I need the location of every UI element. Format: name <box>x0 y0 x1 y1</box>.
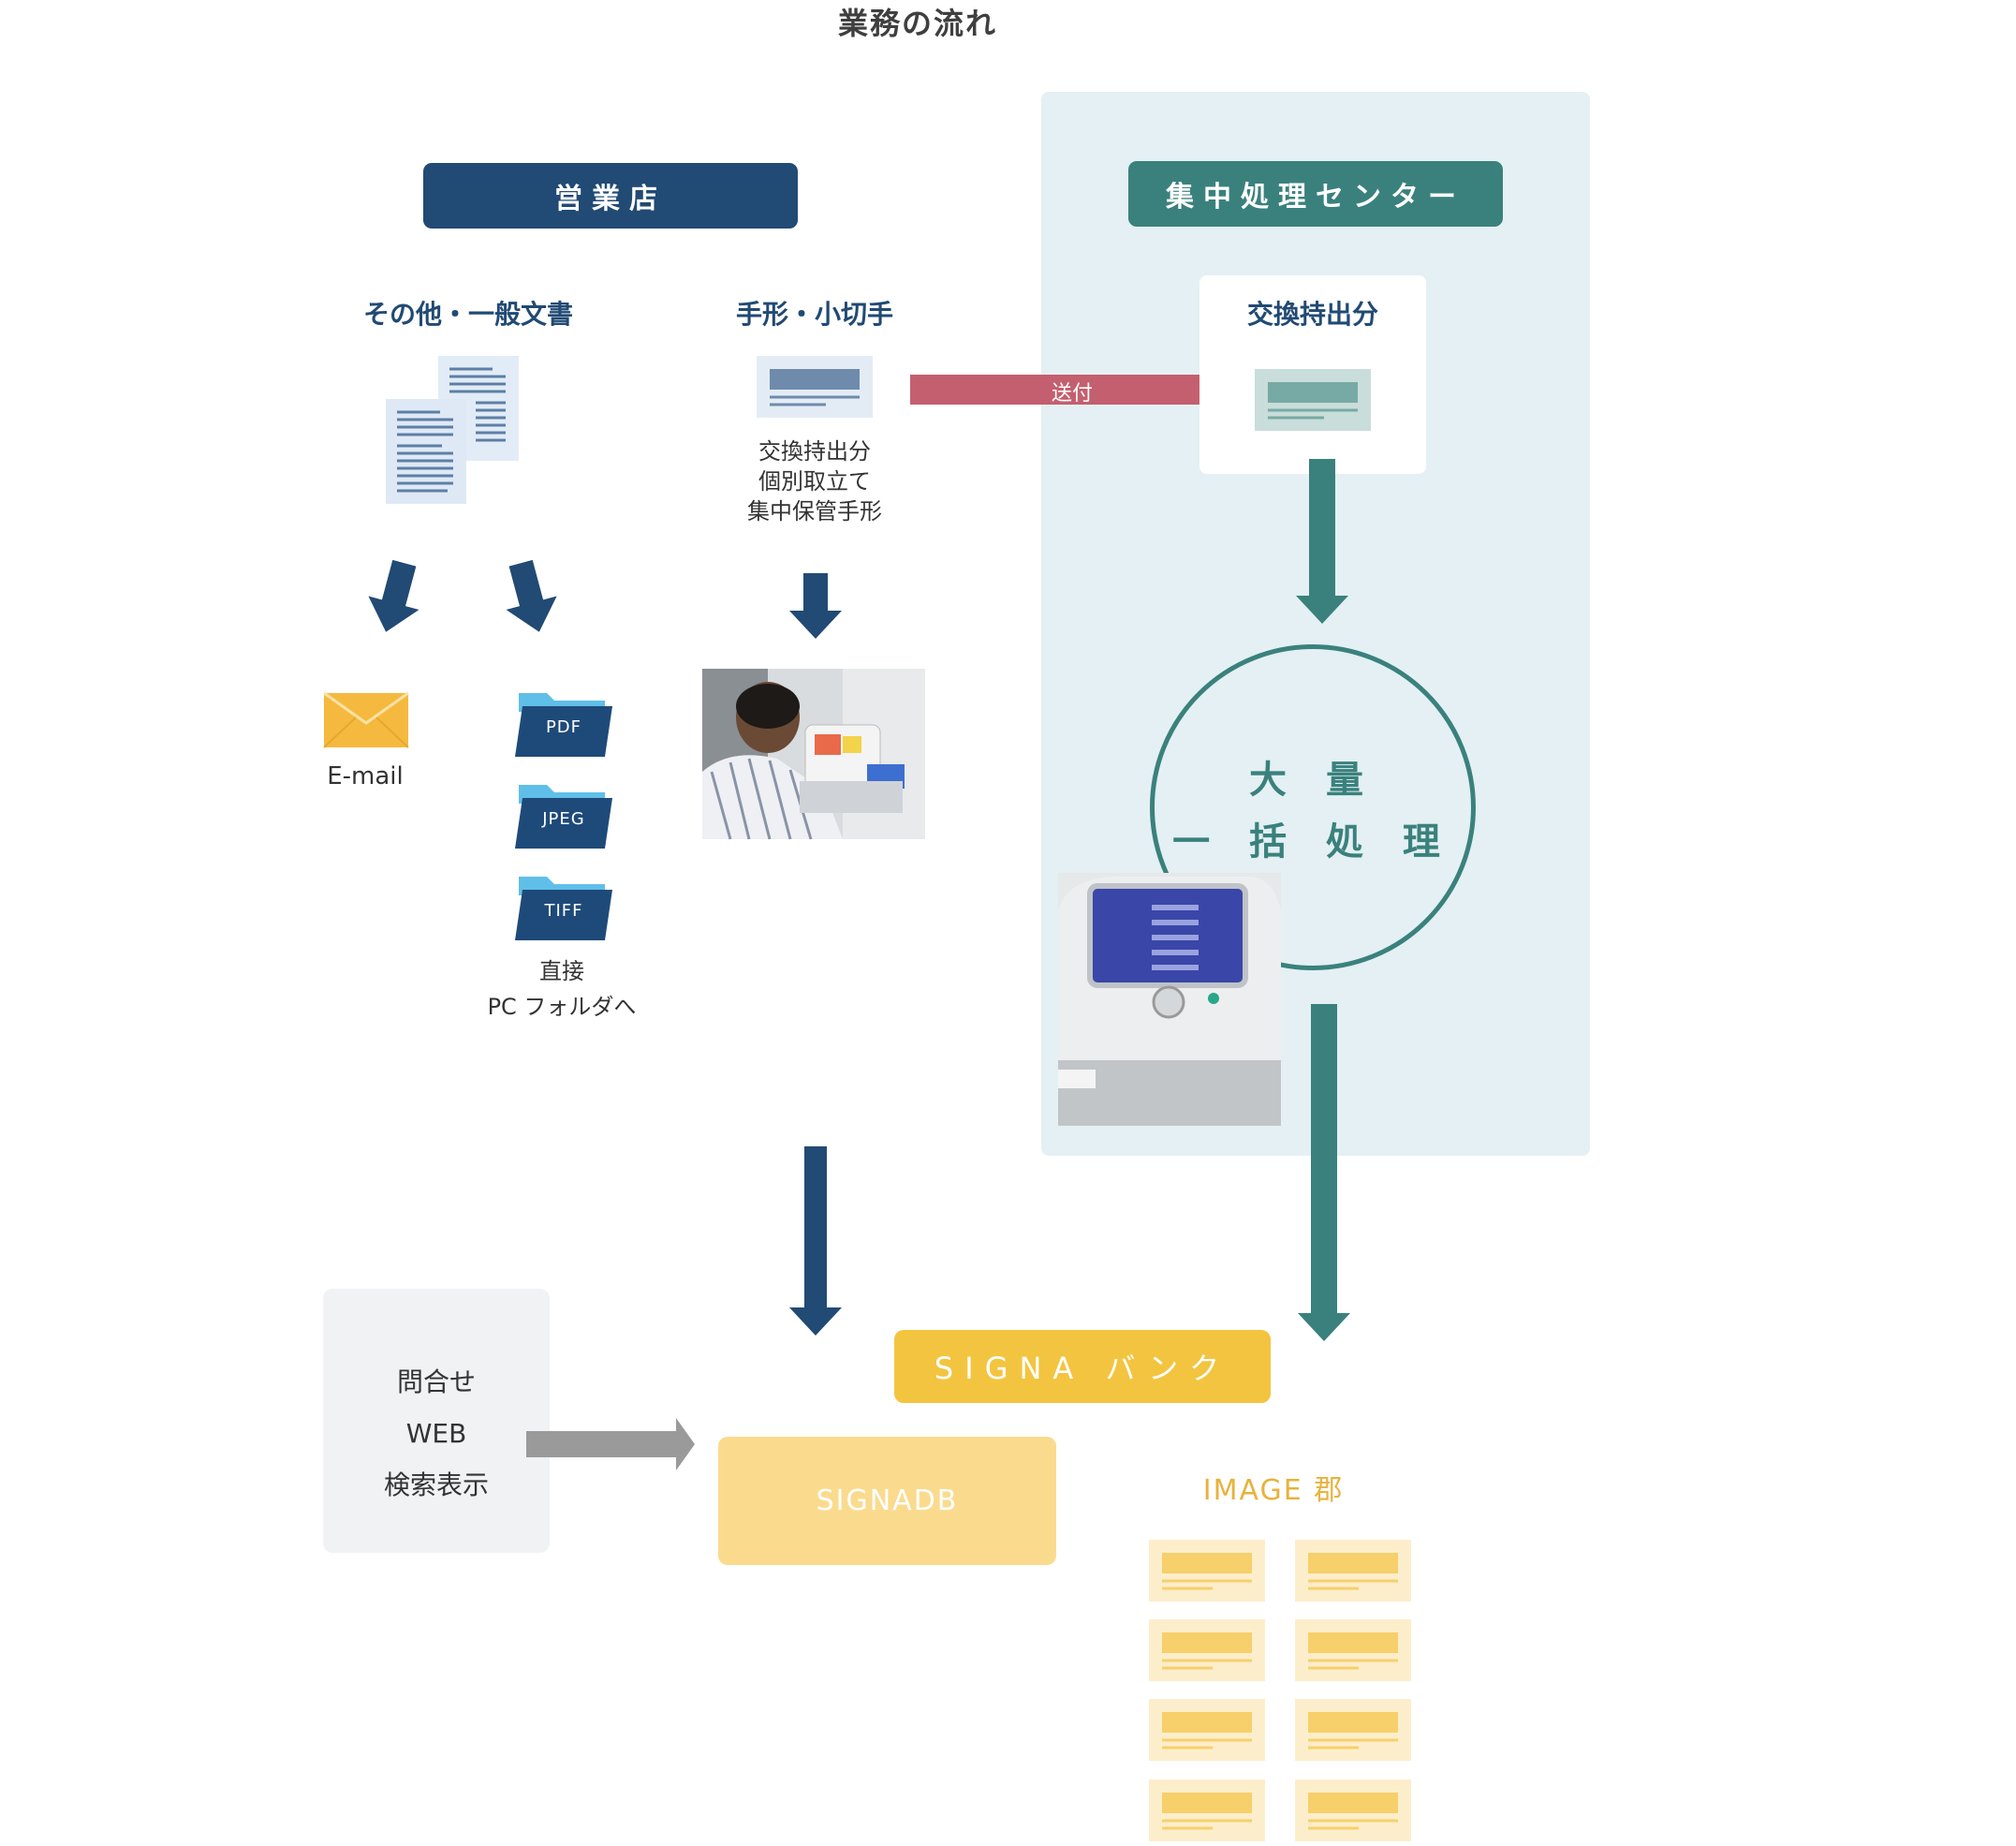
folder-icon <box>515 785 612 849</box>
center-label: 集中処理センター <box>1128 161 1503 227</box>
general-docs-label: その他・一般文書 <box>362 299 573 330</box>
batch-line: 大 量 <box>1249 759 1376 802</box>
down-arrow-to-bank <box>1298 1004 1350 1341</box>
inquiry-arrow <box>526 1418 695 1470</box>
image-thumbnail-icon <box>1295 1780 1411 1841</box>
folder-jpeg: JPEG <box>515 785 612 849</box>
folder-desc-line: PC フォルダへ <box>487 994 637 1020</box>
inquiry-line: 問合せ <box>396 1366 476 1397</box>
checks-label: 手形・小切手 <box>735 299 893 330</box>
diagram-title: 業務の流れ <box>837 6 997 41</box>
image-thumbnail-icon <box>1149 1540 1265 1602</box>
image-thumbnail-icon <box>1149 1699 1265 1761</box>
folder-label: JPEG <box>542 809 585 829</box>
folder-pdf: PDF <box>515 693 612 757</box>
down-arrow-email <box>368 559 419 632</box>
envelope-icon <box>323 691 409 748</box>
checks-desc: 交換持出分 個別取立て 集中保管手形 <box>698 436 932 526</box>
folder-label: PDF <box>545 717 582 737</box>
checks-desc-line: 交換持出分 <box>758 438 871 465</box>
image-thumbnail-icon <box>1149 1619 1265 1681</box>
inquiry-text: 問合せ WEB 検索表示 <box>323 1356 550 1511</box>
image-thumbnail-icon <box>1295 1540 1411 1602</box>
folder-tiff: TIFF <box>515 877 612 940</box>
signadb-box: SIGNADB <box>718 1437 1056 1565</box>
branch-label: 営業店 <box>423 163 798 229</box>
down-arrow-branch-to-bank <box>789 1146 842 1336</box>
signa-bank-label: SIGNA バンク <box>894 1330 1271 1403</box>
send-label: 送付 <box>1051 382 1093 406</box>
down-arrow-scanner <box>789 573 842 639</box>
send-arrow <box>910 362 1243 418</box>
down-arrow-folders <box>506 559 557 632</box>
folder-desc: 直接 PC フォルダへ <box>449 953 674 1025</box>
document-stack-icon <box>386 356 519 504</box>
image-group-label: IMAGE 郡 <box>1202 1474 1345 1507</box>
folder-icon <box>515 877 612 940</box>
scanner-machine-photo <box>1058 873 1281 1126</box>
inquiry-line: WEB <box>405 1418 467 1449</box>
image-thumbnail-icon <box>1149 1780 1265 1841</box>
batch-process-text: 大 量 一 括 処 理 <box>1150 749 1476 873</box>
inquiry-line: 検索表示 <box>383 1469 489 1500</box>
image-thumbnail-icon <box>1295 1619 1411 1681</box>
folder-label: TIFF <box>544 901 583 921</box>
image-thumbnail-icon <box>1295 1699 1411 1761</box>
scanner-operator-photo <box>702 669 925 840</box>
check-icon <box>757 356 873 418</box>
email-label: E-mail <box>327 762 404 790</box>
batch-line: 一 括 処 理 <box>1172 820 1453 864</box>
inquiry-box <box>323 1289 550 1553</box>
folder-desc-line: 直接 <box>539 958 584 984</box>
exchange-label: 交換持出分 <box>1246 299 1378 330</box>
folder-icon <box>515 693 612 757</box>
checks-desc-line: 個別取立て <box>758 468 871 495</box>
checks-desc-line: 集中保管手形 <box>747 498 882 524</box>
check-icon <box>1255 369 1371 431</box>
down-arrow-center <box>1296 459 1348 624</box>
